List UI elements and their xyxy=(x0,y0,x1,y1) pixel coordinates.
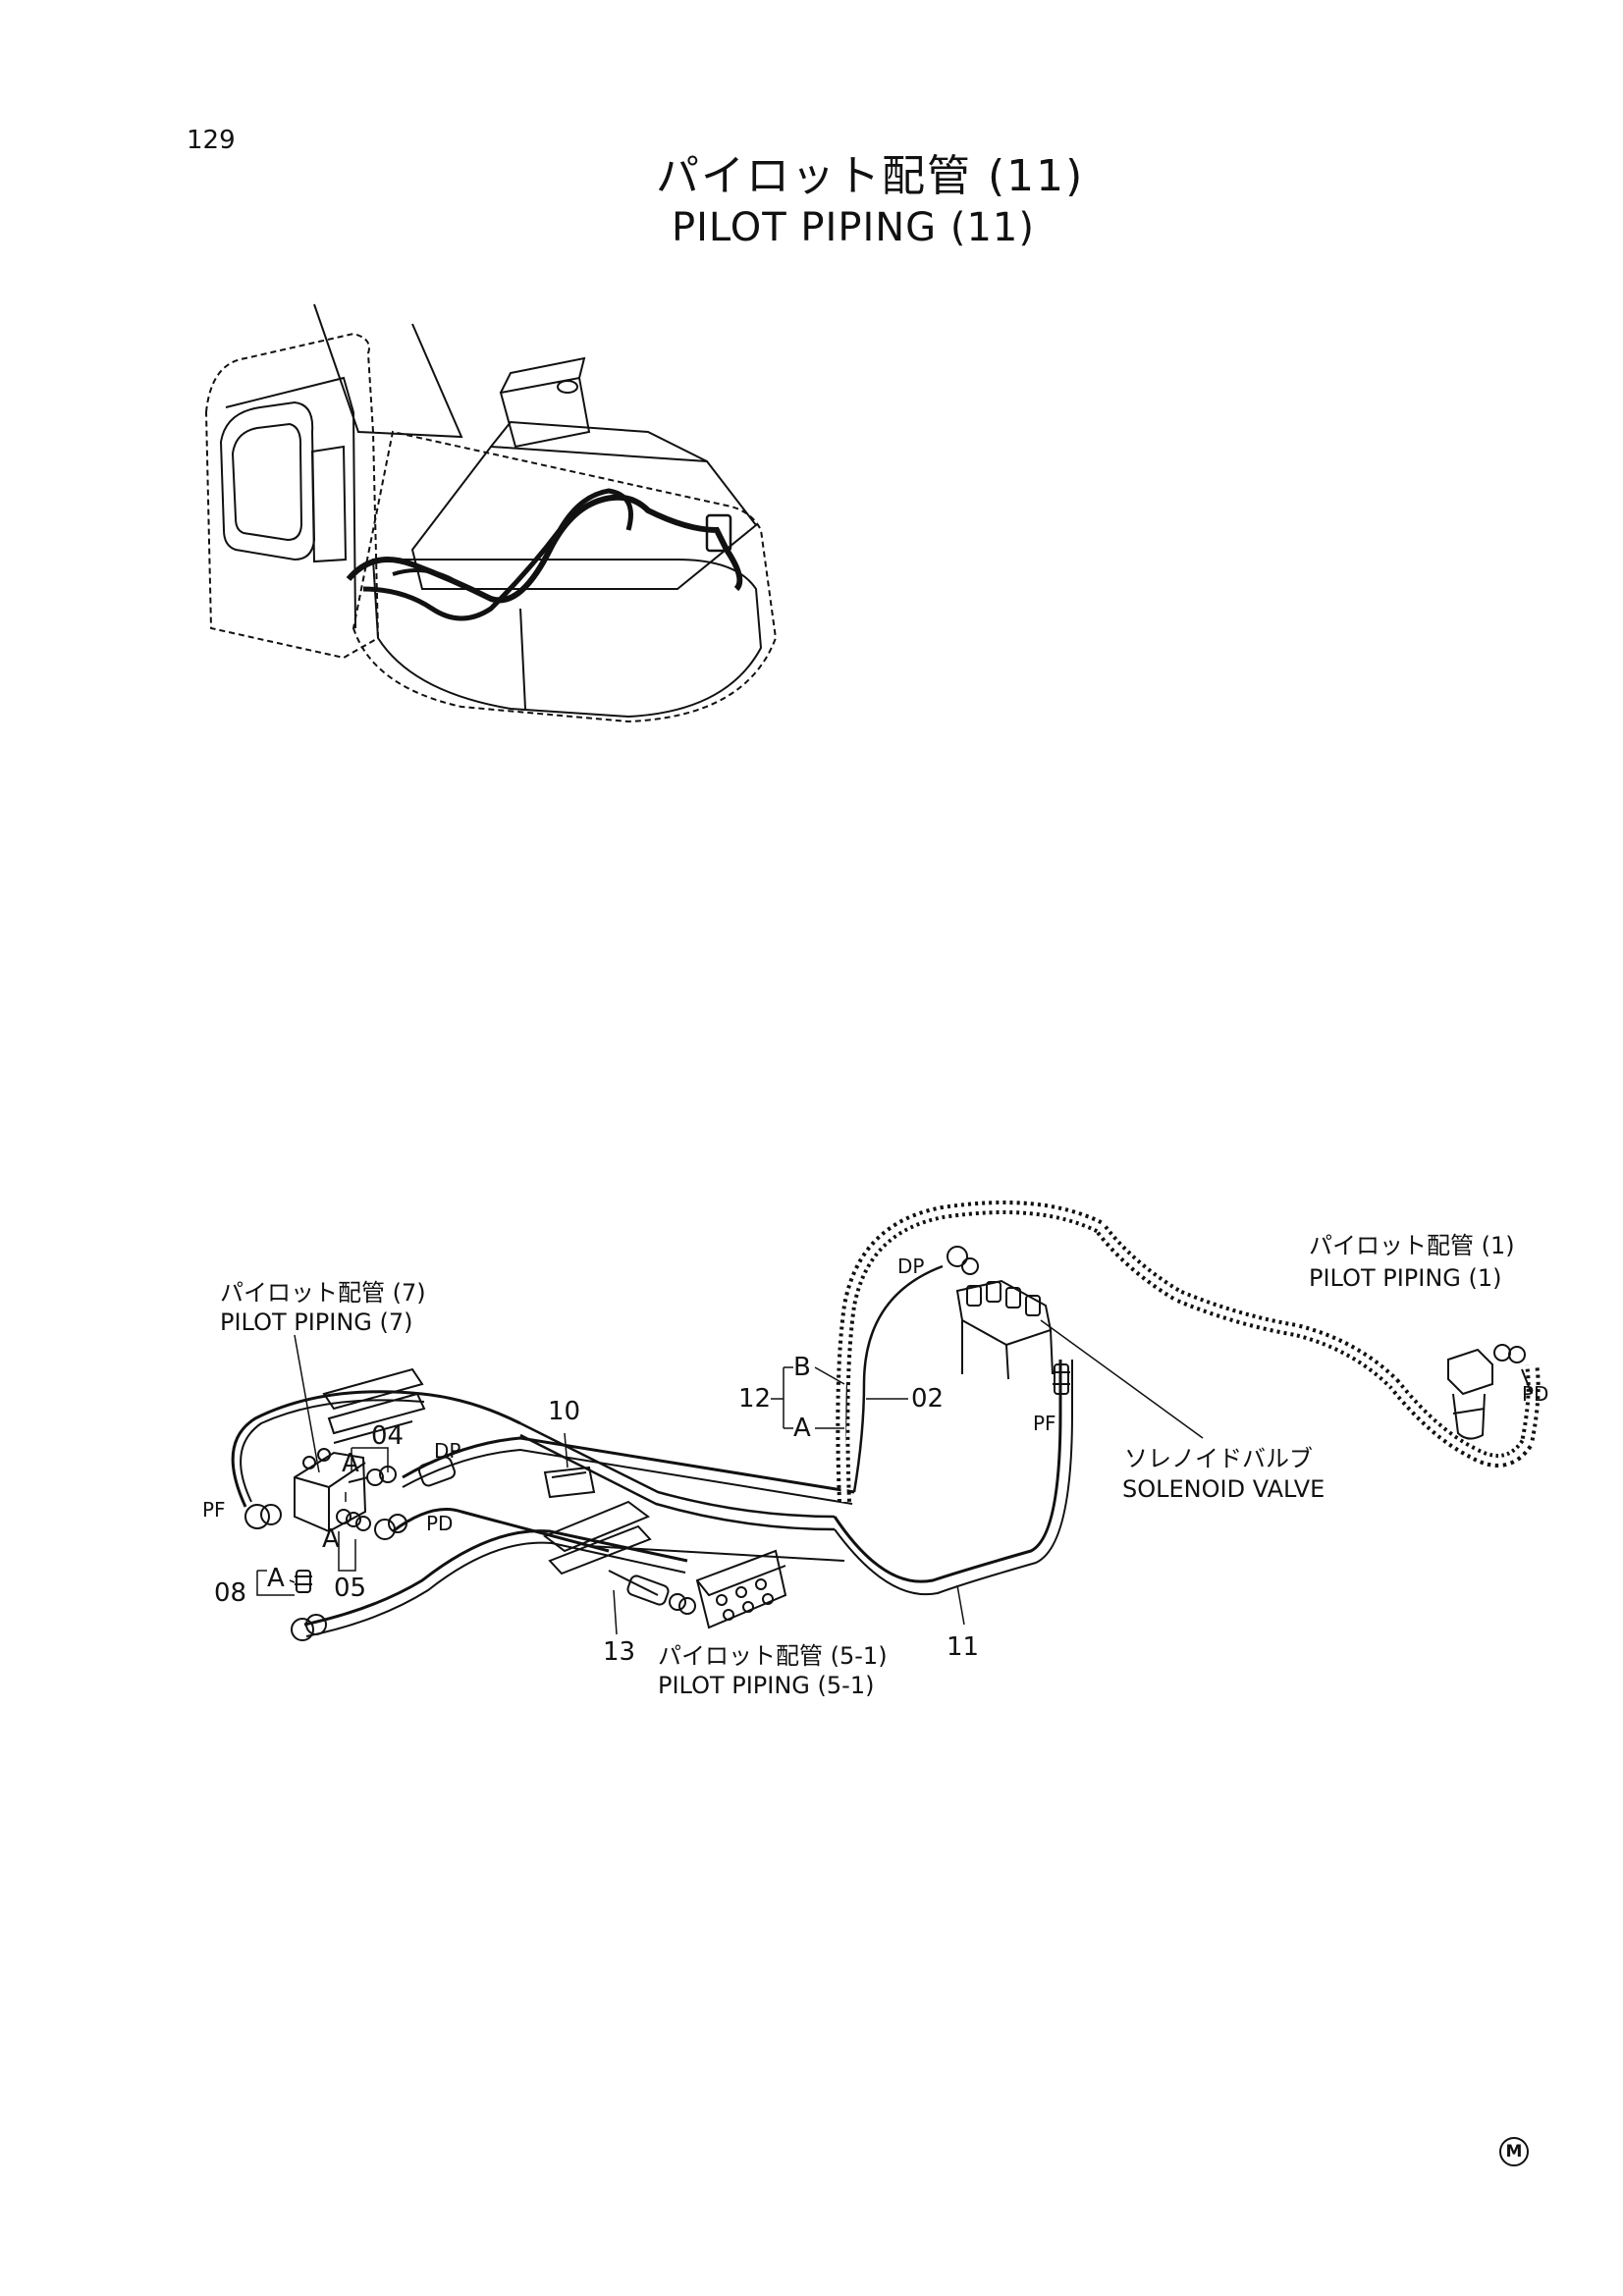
port-dp-left: DP xyxy=(434,1439,461,1463)
ref-solenoid-jp: ソレノイドバルブ xyxy=(1124,1445,1313,1472)
port-dp-top: DP xyxy=(897,1255,925,1278)
hose-02 xyxy=(852,1264,944,1493)
fitting-pf xyxy=(244,1504,282,1529)
ref-piping-5-1-en: PILOT PIPING (5-1) xyxy=(658,1672,875,1699)
ref-piping-5-1-jp: パイロット配管 (5-1) xyxy=(658,1642,888,1670)
page-title-en: PILOT PIPING (11) xyxy=(672,205,1035,250)
part-number-10: 10 xyxy=(548,1397,581,1426)
part-number-02: 02 xyxy=(911,1384,945,1414)
letter-b-12: B xyxy=(793,1353,811,1382)
ref-piping-1-jp: パイロット配管 (1) xyxy=(1309,1232,1515,1259)
leader-solenoid xyxy=(1040,1319,1204,1439)
part-number-11: 11 xyxy=(947,1632,980,1662)
part-number-13: 13 xyxy=(603,1637,636,1667)
letter-a-05: A xyxy=(322,1524,340,1554)
part-number-05: 05 xyxy=(334,1574,367,1603)
fitting-dp-top xyxy=(947,1246,979,1275)
fitting-05 xyxy=(336,1509,371,1531)
letter-a-12: A xyxy=(793,1414,811,1443)
port-pd-right: PD xyxy=(1522,1382,1549,1406)
page-number: 129 xyxy=(187,126,236,155)
ref-piping-7-jp: パイロット配管 (7) xyxy=(220,1279,426,1307)
ref-piping-1-en: PILOT PIPING (1) xyxy=(1309,1264,1502,1292)
pipe-run-main xyxy=(519,1421,845,1575)
port-pf-solenoid: PF xyxy=(1033,1412,1056,1435)
hose-lower xyxy=(291,1529,688,1641)
hose-pf-left xyxy=(231,1390,521,1508)
hose-11 xyxy=(833,1360,1062,1583)
m-mark-symbol: M xyxy=(1499,2137,1529,2166)
part-number-04: 04 xyxy=(371,1421,405,1451)
letter-a-04: A xyxy=(342,1449,359,1478)
hose-13 xyxy=(608,1570,696,1615)
page-title-jp: パイロット配管 (11) xyxy=(656,151,1085,201)
part-number-12: 12 xyxy=(738,1384,772,1414)
hose-pd-left xyxy=(374,1508,610,1553)
solenoid-valve-drawing xyxy=(955,1279,1070,1395)
letter-a-08: A xyxy=(267,1564,285,1593)
pilot-piping-diagram xyxy=(231,1201,1541,1641)
filter-unit-1 xyxy=(1447,1344,1533,1440)
hose-dp-left xyxy=(402,1436,855,1505)
part-number-08: 08 xyxy=(214,1578,247,1608)
excavator-overview-drawing xyxy=(204,303,778,723)
ref-piping-7-en: PILOT PIPING (7) xyxy=(220,1308,413,1336)
port-pd-left: PD xyxy=(426,1512,454,1535)
manifold-block-5-1 xyxy=(695,1549,787,1629)
ref-solenoid-en: SOLENOID VALVE xyxy=(1122,1475,1325,1503)
fitting-08 xyxy=(295,1570,312,1593)
port-pf-left: PF xyxy=(202,1498,226,1522)
left-valve-block xyxy=(294,1448,367,1533)
leaders xyxy=(256,1334,965,1635)
clamp-10 xyxy=(543,1466,596,1499)
